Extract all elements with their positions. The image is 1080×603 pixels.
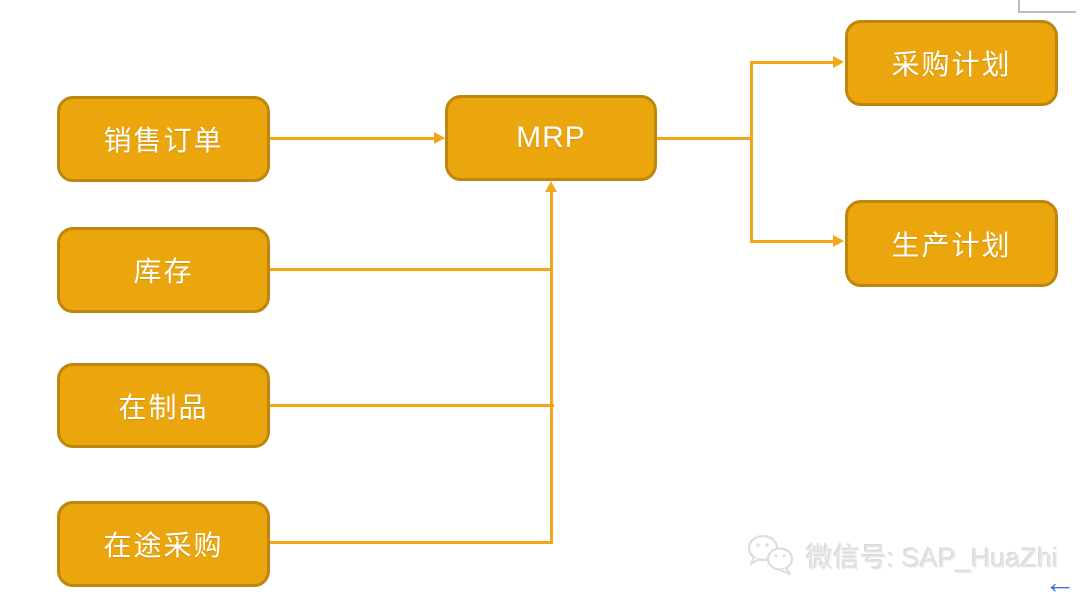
node-inventory: 库存 bbox=[57, 227, 270, 313]
blue-left-arrow-icon: ← bbox=[1044, 564, 1076, 600]
node-purchase-plan: 采购计划 bbox=[845, 20, 1058, 106]
arrowhead-to-purchase-plan bbox=[833, 56, 844, 68]
node-in-transit-purchase-label: 在途采购 bbox=[103, 530, 224, 561]
watermark: 微信号: SAP_HuaZhi bbox=[746, 532, 1058, 578]
edge-sales-order-to-mrp bbox=[270, 137, 436, 140]
edge-fork-to-purchase-plan bbox=[750, 61, 834, 64]
edge-fork-vertical bbox=[750, 61, 753, 243]
node-production-plan: 生产计划 bbox=[845, 200, 1058, 287]
edge-inventory-to-trunk bbox=[270, 268, 552, 271]
arrowhead-to-production-plan bbox=[833, 235, 844, 247]
node-work-in-process-label: 在制品 bbox=[118, 391, 209, 423]
node-sales-order-label: 销售订单 bbox=[103, 125, 224, 156]
node-purchase-plan-label: 采购计划 bbox=[891, 49, 1012, 80]
node-sales-order: 销售订单 bbox=[57, 96, 270, 182]
arrowhead-trunk-to-mrp bbox=[545, 181, 557, 192]
edge-work-in-process-to-trunk bbox=[270, 404, 554, 407]
clipped-frame-corner bbox=[1018, 0, 1076, 13]
node-mrp: MRP bbox=[445, 95, 657, 181]
node-production-plan-label: 生产计划 bbox=[891, 229, 1012, 261]
edge-trunk-to-mrp bbox=[550, 190, 553, 544]
wechat-icon bbox=[746, 532, 798, 578]
node-work-in-process: 在制品 bbox=[57, 363, 270, 448]
edge-fork-to-production-plan bbox=[750, 240, 834, 243]
edge-mrp-to-fork bbox=[657, 137, 753, 140]
arrowhead-sales-order-to-mrp bbox=[434, 132, 445, 144]
node-mrp-label: MRP bbox=[516, 121, 586, 154]
edge-in-transit-to-trunk bbox=[270, 541, 553, 544]
node-inventory-label: 库存 bbox=[133, 256, 194, 287]
node-in-transit-purchase: 在途采购 bbox=[57, 501, 270, 587]
watermark-text: 微信号: SAP_HuaZhi bbox=[806, 542, 1059, 573]
